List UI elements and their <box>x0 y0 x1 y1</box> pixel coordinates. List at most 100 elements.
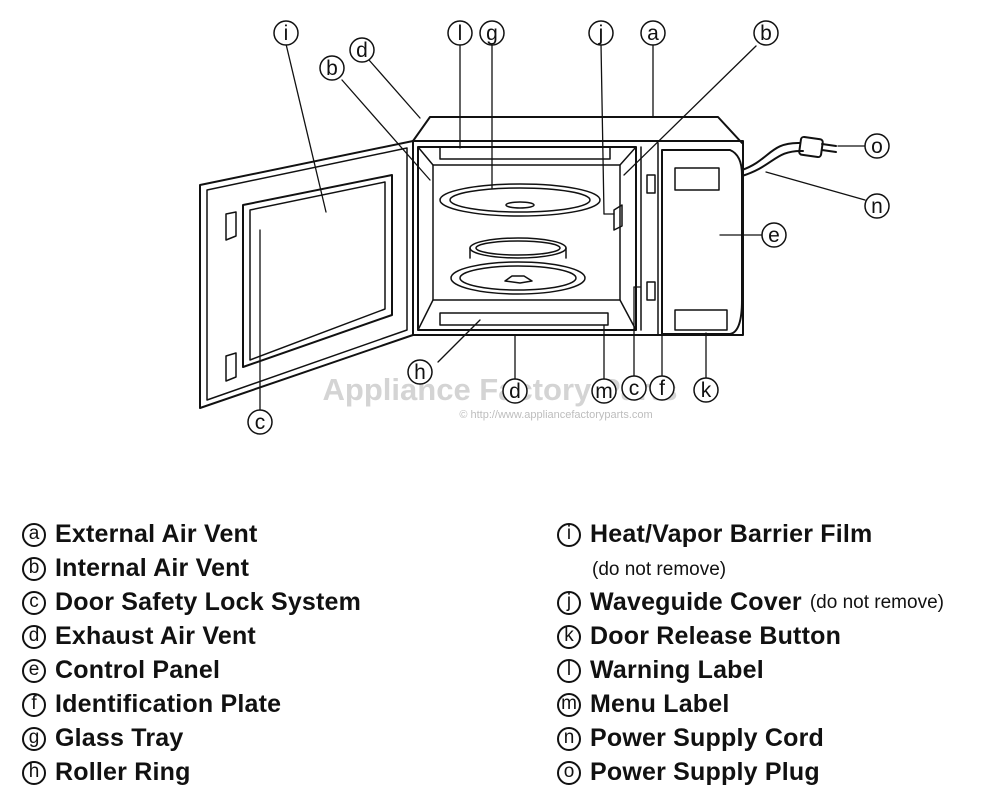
legend-letter-n: n <box>557 726 581 751</box>
svg-text:i: i <box>284 22 289 45</box>
legend-label-e: Control Panel <box>55 656 221 684</box>
legend-item-m: m Menu Label <box>557 690 730 719</box>
legend-letter-h: h <box>22 760 46 785</box>
callout-i: i <box>273 20 299 46</box>
legend-item-a: a External Air Vent <box>22 520 258 549</box>
svg-text:b: b <box>326 57 338 80</box>
legend-label-i: Heat/Vapor Barrier Film <box>590 520 873 548</box>
callout-d-top: d <box>349 37 375 63</box>
legend-item-k: k Door Release Button <box>557 622 841 651</box>
legend-label-o: Power Supply Plug <box>590 758 820 786</box>
svg-text:c: c <box>629 377 640 400</box>
oven-door <box>199 140 414 409</box>
roller-ring <box>469 237 567 259</box>
callout-g: g <box>479 20 505 46</box>
callout-e: e <box>761 222 787 248</box>
callout-b-right: b <box>753 20 779 46</box>
svg-text:d: d <box>509 380 521 403</box>
door-latch-top <box>225 211 237 241</box>
leader-lines <box>259 43 866 411</box>
callout-f: f <box>649 375 675 401</box>
callout-d-bottom: d <box>502 378 528 404</box>
legend-item-i: i Heat/Vapor Barrier Film <box>557 520 872 549</box>
legend-letter-b: b <box>22 556 46 581</box>
svg-text:b: b <box>760 22 772 45</box>
legend-label-k: Door Release Button <box>590 622 842 650</box>
legend-right: i Heat/Vapor Barrier Film (do not remove)… <box>557 520 997 790</box>
legend-letter-d: d <box>22 624 46 649</box>
legend-label-g: Glass Tray <box>55 724 184 752</box>
legend-letter-o: o <box>557 760 581 785</box>
callout-k: k <box>693 377 719 403</box>
door-latch-bottom <box>225 352 237 382</box>
display-window <box>674 167 720 191</box>
legend-letter-i: i <box>557 522 581 547</box>
warning-label-plate <box>439 146 611 160</box>
callout-o: o <box>864 133 890 159</box>
legend-note-j: (do not remove) <box>809 591 944 613</box>
svg-text:d: d <box>356 39 368 62</box>
legend-letter-c: c <box>22 590 46 615</box>
door-release-button <box>674 309 728 331</box>
watermark-text: Appliance Factory Parts <box>323 372 678 407</box>
legend-letter-e: e <box>22 658 46 683</box>
legend-letter-j: j <box>557 590 581 615</box>
glass-tray <box>439 183 601 217</box>
legend-label-f: Identification Plate <box>55 690 282 718</box>
legend-item-c: c Door Safety Lock System <box>22 588 361 617</box>
callout-c-right: c <box>621 375 647 401</box>
legend-item-n: n Power Supply Cord <box>557 724 824 753</box>
svg-text:h: h <box>414 361 426 384</box>
door-lock-slot-top <box>646 174 656 194</box>
legend-item-g: g Glass Tray <box>22 724 183 753</box>
microwave-diagram: Appliance Factory Parts © http://www.app… <box>199 20 890 435</box>
legend-item-o: o Power Supply Plug <box>557 758 820 787</box>
legend-label-a: External Air Vent <box>55 520 258 548</box>
callout-m: m <box>591 378 617 404</box>
legend-letter-g: g <box>22 726 46 751</box>
legend-letter-l: l <box>557 658 581 683</box>
waveguide-cover <box>613 204 623 231</box>
svg-text:f: f <box>659 377 665 400</box>
bottom-plate <box>439 312 609 326</box>
legend-label-m: Menu Label <box>590 690 730 718</box>
legend-label-h: Roller Ring <box>55 758 191 786</box>
legend-item-j: j Waveguide Cover (do not remove) <box>557 588 944 617</box>
callout-j: j <box>588 20 614 46</box>
callout-l: l <box>447 20 473 46</box>
callout-c-left: c <box>247 409 273 435</box>
legend-item-h: h Roller Ring <box>22 758 191 787</box>
legend-letter-m: m <box>557 692 581 717</box>
svg-text:l: l <box>458 22 463 45</box>
svg-text:m: m <box>595 380 613 403</box>
callout-a: a <box>640 20 666 46</box>
power-cord <box>741 141 804 177</box>
svg-text:o: o <box>871 135 883 158</box>
legend-label-b: Internal Air Vent <box>55 554 250 582</box>
watermark-url: © http://www.appliancefactoryparts.com <box>459 409 652 421</box>
legend-letter-a: a <box>22 522 46 547</box>
door-lock-slot-bottom <box>646 281 656 301</box>
svg-text:c: c <box>255 411 266 434</box>
callout-b-left: b <box>319 55 345 81</box>
svg-text:j: j <box>598 22 604 45</box>
svg-text:g: g <box>486 22 498 45</box>
legend-label-j: Waveguide Cover <box>590 588 802 616</box>
turntable-base <box>450 261 586 295</box>
callout-h: h <box>407 359 433 385</box>
legend-note-i: (do not remove) <box>592 559 727 580</box>
svg-text:k: k <box>701 379 712 402</box>
legend-item-e: e Control Panel <box>22 656 220 685</box>
power-plug <box>798 135 837 159</box>
legend-label-c: Door Safety Lock System <box>55 588 362 616</box>
legend-item-b: b Internal Air Vent <box>22 554 249 583</box>
legend-label-n: Power Supply Cord <box>590 724 824 752</box>
legend-letter-k: k <box>557 624 581 649</box>
svg-text:e: e <box>768 224 780 247</box>
callout-n: n <box>864 193 890 219</box>
control-panel <box>661 149 743 335</box>
